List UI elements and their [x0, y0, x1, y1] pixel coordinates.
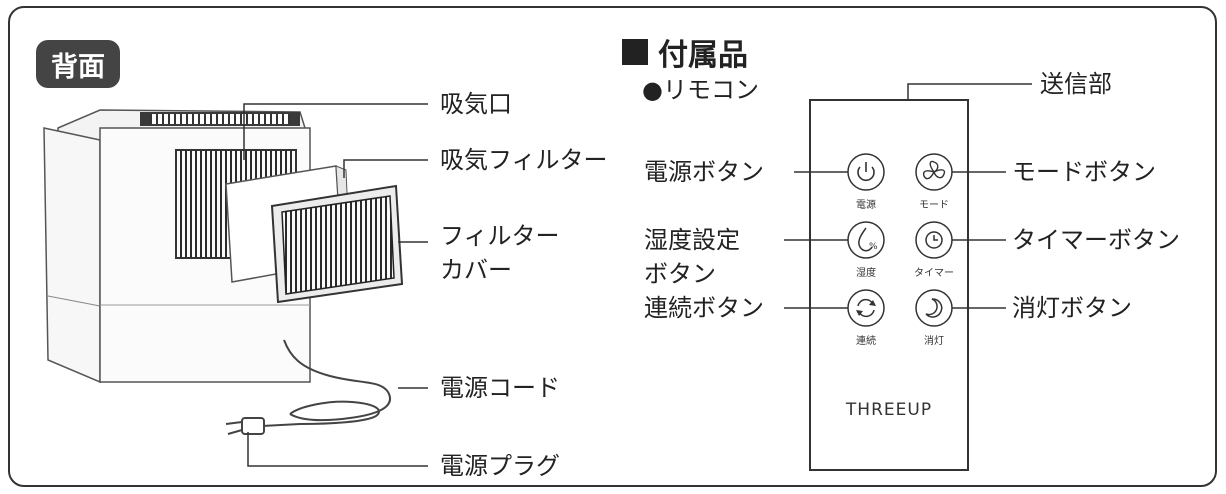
light-off-button	[915, 289, 953, 327]
label-continuous-button: 連続ボタン	[644, 294, 764, 322]
fan-icon	[922, 160, 946, 180]
accessories-title: 付属品	[622, 30, 748, 74]
timer-button	[915, 221, 953, 259]
label-filter-cover-line1: フィルター	[440, 222, 560, 250]
caption-mode: モード	[919, 200, 949, 211]
section-square-icon	[622, 39, 648, 65]
power-button	[847, 153, 885, 191]
label-transmitter: 送信部	[1040, 70, 1112, 98]
label-intake-filter: 吸気フィルター	[440, 146, 608, 174]
svg-text:%: %	[869, 242, 878, 252]
label-timer-button: タイマーボタン	[1012, 226, 1180, 254]
label-humidity-button-line1: 湿度設定	[644, 226, 740, 254]
humidity-button: %	[847, 221, 885, 259]
caption-power: 電源	[856, 200, 876, 211]
accessories-title-text: 付属品	[658, 38, 748, 73]
remote-item-label: ●リモコン	[642, 76, 759, 104]
remote-brand: THREEUP	[845, 400, 933, 420]
label-power-button: 電源ボタン	[644, 158, 764, 186]
power-plug	[225, 417, 265, 435]
leader-lines-back	[243, 103, 428, 467]
caption-continuous: 連続	[856, 336, 876, 347]
continuous-button	[847, 289, 885, 327]
leader-lines-remote	[784, 83, 1032, 309]
label-power-plug: 電源プラグ	[440, 452, 560, 480]
label-light-off-button: 消灯ボタン	[1012, 294, 1132, 322]
power-cord	[261, 339, 391, 427]
filter-cover	[270, 184, 404, 304]
back-view-badge: 背面	[36, 40, 120, 88]
caption-humidity: 湿度	[856, 268, 876, 279]
caption-timer: タイマー	[914, 268, 954, 279]
label-intake: 吸気口	[440, 90, 512, 118]
label-power-cord: 電源コード	[440, 374, 560, 402]
label-humidity-button-line2: ボタン	[644, 260, 716, 288]
label-filter-cover-line2: カバー	[440, 256, 512, 284]
caption-light-off: 消灯	[924, 336, 944, 347]
label-mode-button: モードボタン	[1012, 158, 1156, 186]
mode-button	[915, 153, 953, 191]
